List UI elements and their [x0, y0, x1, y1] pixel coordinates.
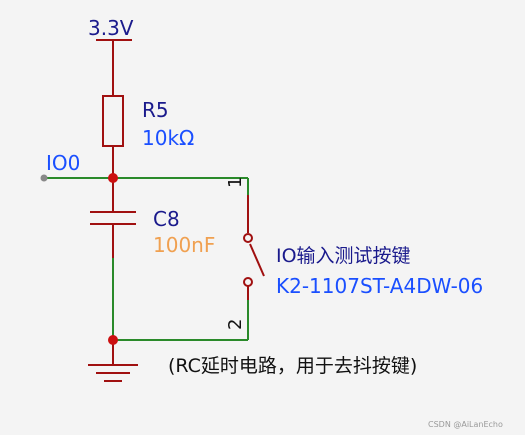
ground-symbol: [88, 340, 138, 382]
switch-k2: [243, 195, 265, 300]
junction-dot-io0: [108, 173, 118, 183]
resistor-ref: R5: [142, 98, 169, 122]
resistor-r5: [102, 95, 124, 176]
junction-dot-gnd: [108, 335, 118, 345]
capacitor-value: 100nF: [153, 233, 216, 257]
switch-pin2-label: 2: [225, 318, 246, 330]
switch-part-number: K2-1107ST-A4DW-06: [276, 274, 484, 298]
capacitor-ref: C8: [153, 207, 180, 231]
power-label: 3.3V: [88, 16, 134, 40]
power-symbol: [96, 39, 132, 95]
circuit-note: (RC延时电路，用于去抖按键): [168, 355, 418, 377]
net-label-io0: IO0: [46, 151, 81, 175]
capacitor-c8: [90, 178, 136, 258]
watermark: CSDN @AiLanEcho: [428, 420, 503, 429]
resistor-value: 10kΩ: [142, 126, 195, 150]
switch-pin1-label: 1: [225, 176, 246, 188]
switch-description: IO输入测试按键: [276, 245, 411, 267]
wires: [44, 177, 249, 341]
net-port-dot: [40, 174, 48, 182]
